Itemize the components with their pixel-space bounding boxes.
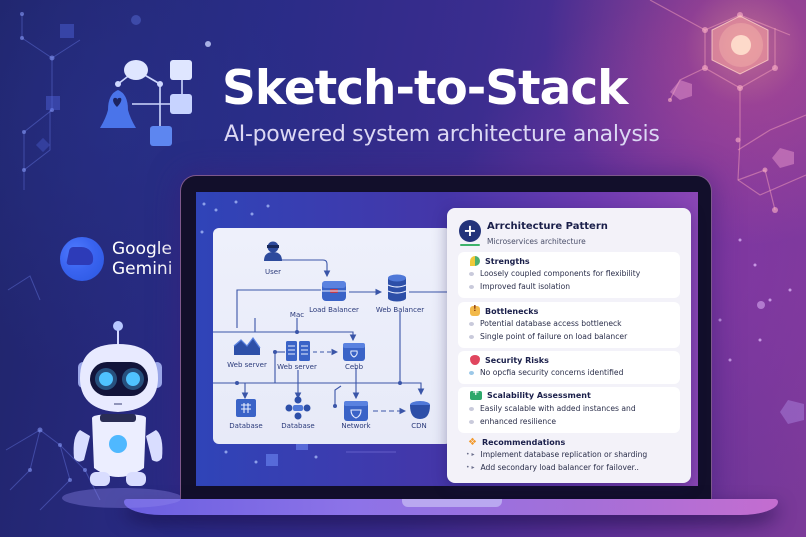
- cache-box-icon: [343, 343, 365, 361]
- section-title: Bottlenecks: [485, 306, 539, 316]
- node-label-network: Network: [341, 422, 371, 430]
- bullet-icon: [469, 406, 474, 411]
- section-title: Scalability Assessment: [487, 391, 591, 400]
- hands-icon: ❖: [468, 437, 477, 448]
- pattern-title: Arrchitecture Pattern: [487, 221, 608, 232]
- section-title: Strengths: [485, 256, 530, 266]
- list-item: Single point of failure on load balancer: [469, 332, 627, 341]
- laptop-base: [124, 499, 778, 515]
- section-strengths: Strengths Loosely coupled components for…: [458, 252, 680, 298]
- mountain-icon: [233, 336, 261, 355]
- item-text: Add secondary load balancer for failover…: [480, 463, 639, 472]
- section-bottlenecks: Bottlenecks Potential database access bo…: [458, 302, 680, 348]
- section-bottlenecks-header: Bottlenecks: [470, 304, 539, 316]
- bullet-arrow-icon: • ▸: [466, 451, 475, 458]
- item-text: Implement database replication or shardi…: [480, 450, 648, 459]
- list-item: Improved fault isolation: [469, 282, 570, 291]
- bullet-icon: [469, 419, 474, 424]
- architecture-graph-icon: [100, 60, 192, 146]
- cdn-bowl-icon: [410, 401, 430, 419]
- list-item: Easily scalable with added instances and: [469, 404, 636, 413]
- laptop-trackpad-notch: [402, 499, 502, 507]
- section-security-risks: Security Risks No opcfia security concer…: [458, 351, 680, 384]
- gemini-logo-icon: [60, 237, 104, 281]
- item-text: Potential database access bottleneck: [480, 319, 622, 328]
- section-scalability: Scalability Assessment Easily scalable w…: [458, 387, 680, 433]
- pattern-value: Microservices architecture: [487, 237, 586, 246]
- add-pattern-icon[interactable]: +: [459, 220, 481, 242]
- node-label-mac: Mac: [289, 311, 305, 319]
- section-recommendations: ❖ Recommendations • ▸ Implement database…: [458, 434, 680, 478]
- pattern-underline: [460, 244, 480, 246]
- server-rack-icon: [286, 341, 310, 361]
- app-subtitle: AI-powered system architecture analysis: [224, 122, 660, 147]
- leaf-icon: [470, 256, 480, 266]
- node-label-web-server-2: Web server: [277, 363, 317, 371]
- app-title: Sketch-to-Stack: [222, 61, 628, 116]
- section-scalability-header: Scalability Assessment: [470, 388, 591, 400]
- node-label-web-server-1: Web server: [227, 361, 267, 369]
- bullet-icon: [469, 321, 474, 326]
- section-title: Recommendations: [481, 438, 566, 447]
- section-recommendations-header: ❖ Recommendations: [468, 437, 565, 448]
- node-label-cdn: CDN: [411, 422, 427, 430]
- node-label-web-balancer: Web Balancer: [375, 306, 425, 314]
- scale-plus-icon: [470, 388, 482, 400]
- cluster-icon: [285, 396, 311, 420]
- list-item: Loosely coupled components for flexibili…: [469, 269, 640, 278]
- node-label-cache: Cebb: [344, 363, 364, 371]
- bullet-arrow-icon: • ▸: [466, 464, 475, 471]
- server-box-icon: [322, 281, 346, 301]
- brand-google-gemini: Google Gemini: [60, 237, 172, 281]
- section-strengths-header: Strengths: [470, 256, 530, 266]
- bullet-icon: [469, 370, 474, 375]
- bullet-icon: [469, 334, 474, 339]
- robot-mascot-icon: [62, 321, 180, 508]
- node-label-load-balancer: Load Balancer: [309, 306, 359, 314]
- item-text: enhanced resilience: [480, 417, 557, 426]
- brand-line-google: Google: [112, 239, 172, 259]
- database-grid-icon: [236, 399, 256, 417]
- brand-text: Google Gemini: [112, 239, 172, 279]
- item-text: Easily scalable with added instances and: [480, 404, 636, 413]
- list-item: • ▸ Add secondary load balancer for fail…: [466, 463, 639, 472]
- architecture-diagram: User Load Balancer Web Balancer Mac Web …: [213, 228, 451, 444]
- network-box-icon: [344, 401, 368, 421]
- section-security-header: Security Risks: [470, 355, 549, 365]
- list-item: No opcfia security concerns identified: [469, 368, 623, 377]
- brand-line-gemini: Gemini: [112, 259, 173, 279]
- warning-icon: [470, 304, 480, 316]
- list-item: enhanced resilience: [469, 417, 556, 426]
- list-item: • ▸ Implement database replication or sh…: [466, 450, 647, 459]
- section-title: Security Risks: [485, 355, 549, 365]
- user-icon: [264, 241, 282, 261]
- node-label-database-2: Database: [281, 422, 315, 430]
- heart-shield-icon: [470, 355, 480, 365]
- node-label-user: User: [265, 268, 281, 276]
- bullet-icon: [469, 284, 474, 289]
- bullet-icon: [469, 271, 474, 276]
- item-text: Improved fault isolation: [480, 282, 571, 291]
- list-item: Potential database access bottleneck: [469, 319, 622, 328]
- item-text: Single point of failure on load balancer: [480, 332, 628, 341]
- item-text: Loosely coupled components for flexibili…: [480, 269, 641, 278]
- item-text: No opcfia security concerns identified: [480, 368, 624, 377]
- diagram-connectors: [213, 259, 451, 415]
- node-label-database-1: Database: [229, 422, 263, 430]
- database-cylinder-icon: [387, 274, 407, 302]
